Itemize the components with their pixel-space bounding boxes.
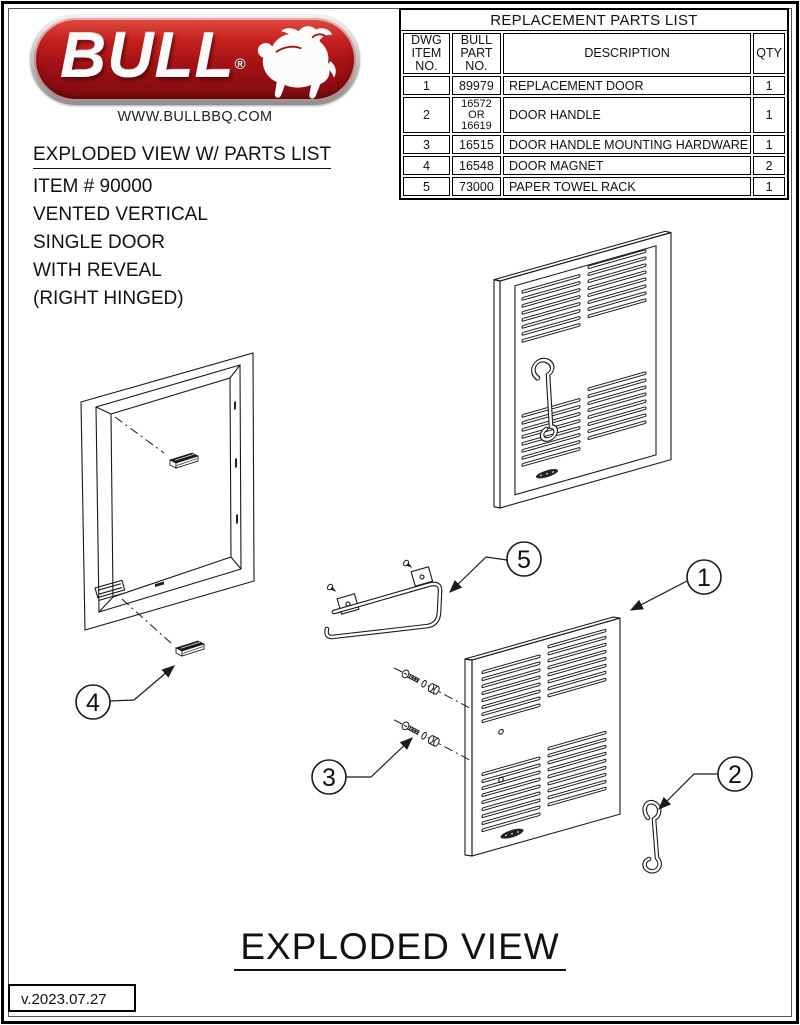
version-box: v.2023.07.27: [8, 984, 136, 1012]
replacement-parts-table: REPLACEMENT PARTS LIST DWG ITEM NO. BULL…: [399, 8, 789, 200]
assembled-door-handle: [531, 357, 558, 442]
product-desc-line-3: WITH REVEAL: [33, 260, 162, 281]
callout-5: 5: [449, 541, 542, 593]
replacement-door-drawing: [464, 616, 621, 857]
mounting-hardware-drawing: [391, 663, 475, 766]
table-row: 2 16572 OR 16619 DOOR HANDLE 1: [403, 97, 785, 133]
callout-2-number: 2: [728, 761, 742, 789]
magnet-bracket: [94, 579, 126, 602]
bull-logo-red-field: BULL®: [34, 18, 356, 101]
cell-item: 5: [403, 177, 450, 196]
cell-desc: DOOR MAGNET: [503, 156, 752, 175]
header-dwg-item-no: DWG ITEM NO.: [403, 33, 450, 74]
bull-logo-wordmark: BULL®: [60, 14, 246, 106]
bull-icon: [257, 26, 336, 99]
product-desc-line-1: VENTED VERTICAL: [33, 204, 208, 225]
cell-part: 73000: [451, 177, 502, 196]
cell-item: 2: [403, 97, 450, 133]
header-qty: QTY: [753, 33, 785, 74]
door-magnet-drawing: [114, 416, 205, 657]
callout-5-number: 5: [517, 546, 531, 574]
cell-part: 16515: [451, 135, 502, 154]
cell-part: 89979: [451, 76, 502, 95]
registered-trademark-symbol: ®: [234, 55, 246, 73]
exploded-view-title-wrap: EXPLODED VIEW: [0, 926, 800, 971]
drawing-title: EXPLODED VIEW W/ PARTS LIST: [33, 144, 332, 169]
cell-item: 1: [403, 76, 450, 95]
version-label: v.2023.07.27: [21, 991, 107, 1008]
header-description: DESCRIPTION: [503, 33, 752, 74]
cell-part: 16548: [451, 156, 502, 175]
callout-4-number: 4: [86, 689, 100, 717]
bull-logo: BULL®: [30, 14, 360, 105]
callout-1-number: 1: [697, 564, 711, 592]
cell-desc: REPLACEMENT DOOR: [503, 76, 752, 95]
assembled-door-drawing: [493, 230, 672, 509]
callout-3-number: 3: [322, 764, 336, 792]
cell-item: 3: [403, 135, 450, 154]
bull-brand-text: BULL: [60, 18, 235, 91]
cell-desc: DOOR HANDLE: [503, 97, 752, 133]
parts-table-header-row: DWG ITEM NO. BULL PART NO. DESCRIPTION Q…: [403, 33, 785, 74]
product-desc-line-4: (RIGHT HINGED): [33, 288, 184, 309]
cell-qty: 1: [753, 76, 785, 95]
table-row: 1 89979 REPLACEMENT DOOR 1: [403, 76, 785, 95]
cell-qty: 2: [753, 156, 785, 175]
parts-table-title: REPLACEMENT PARTS LIST: [401, 10, 787, 31]
item-number-line: ITEM # 90000: [33, 176, 153, 197]
cell-desc: PAPER TOWEL RACK: [503, 177, 752, 196]
paper-towel-rack-drawing: [324, 558, 443, 640]
table-row: 5 73000 PAPER TOWEL RACK 1: [403, 177, 785, 196]
drawing-info-block: EXPLODED VIEW W/ PARTS LIST ITEM # 90000…: [33, 144, 332, 313]
door-handle-drawing: [642, 799, 662, 874]
header-bull-part-no: BULL PART NO.: [451, 33, 502, 74]
cell-item: 4: [403, 156, 450, 175]
exploded-view-title: EXPLODED VIEW: [234, 926, 566, 971]
callout-3: 3: [311, 737, 413, 795]
cell-qty: 1: [753, 135, 785, 154]
callout-2: 2: [658, 756, 753, 810]
cell-qty: 1: [753, 97, 785, 133]
door-frame-drawing: [80, 352, 255, 631]
table-row: 3 16515 DOOR HANDLE MOUNTING HARDWARE 1: [403, 135, 785, 154]
website-url: WWW.BULLBBQ.COM: [117, 109, 273, 125]
product-desc-line-2: SINGLE DOOR: [33, 232, 165, 253]
callout-1: 1: [629, 559, 722, 611]
cell-qty: 1: [753, 177, 785, 196]
table-row: 4 16548 DOOR MAGNET 2: [403, 156, 785, 175]
callout-4: 4: [75, 665, 176, 720]
cell-part: 16572 OR 16619: [451, 97, 502, 133]
cell-desc: DOOR HANDLE MOUNTING HARDWARE: [503, 135, 752, 154]
